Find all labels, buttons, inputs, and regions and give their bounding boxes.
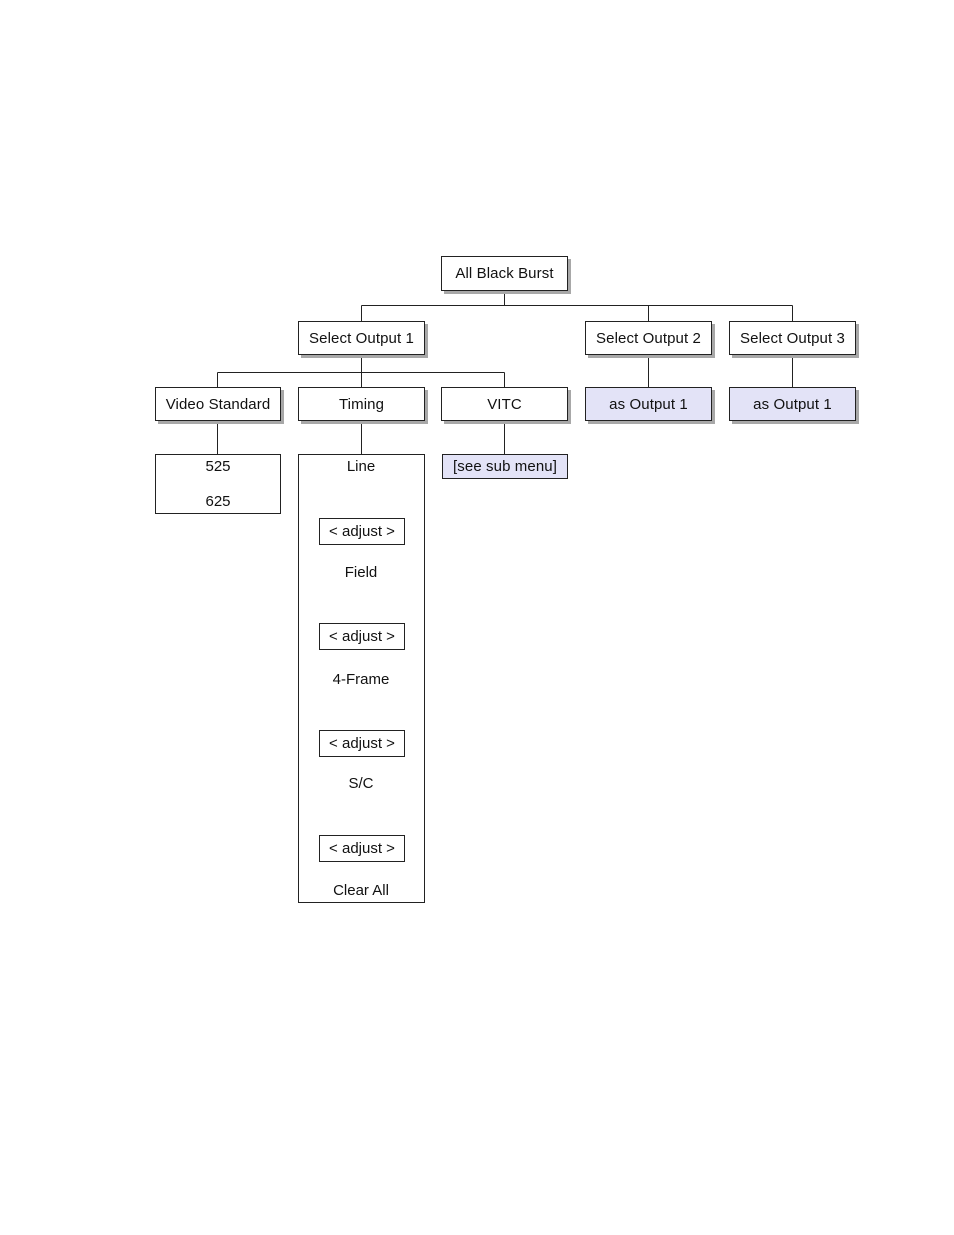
vitc-sub-menu-node: [see sub menu]	[442, 454, 568, 479]
select-output-1-node: Select Output 1	[298, 321, 425, 355]
output-2-as-output-1-node: as Output 1	[585, 387, 712, 421]
video-standard-node: Video Standard	[155, 387, 281, 421]
video-standard-option-525: 525	[205, 458, 231, 475]
timing-item-sc: S/C	[348, 775, 374, 792]
timing-item-field: Field	[344, 564, 378, 581]
root-node: All Black Burst	[441, 256, 568, 291]
timing-item-clear-all: Clear All	[333, 882, 389, 899]
timing-node: Timing	[298, 387, 425, 421]
4-frame-adjust-control: < adjust >	[319, 730, 405, 757]
sc-adjust-control: < adjust >	[319, 835, 405, 862]
video-standard-options-box	[155, 454, 281, 514]
select-output-2-node: Select Output 2	[585, 321, 712, 355]
line-adjust-control: < adjust >	[319, 518, 405, 545]
vitc-node: VITC	[441, 387, 568, 421]
timing-item-line: Line	[346, 458, 376, 475]
video-standard-option-625: 625	[205, 493, 231, 510]
output-3-as-output-1-node: as Output 1	[729, 387, 856, 421]
select-output-3-node: Select Output 3	[729, 321, 856, 355]
field-adjust-control: < adjust >	[319, 623, 405, 650]
timing-item-4-frame: 4-Frame	[332, 671, 390, 688]
